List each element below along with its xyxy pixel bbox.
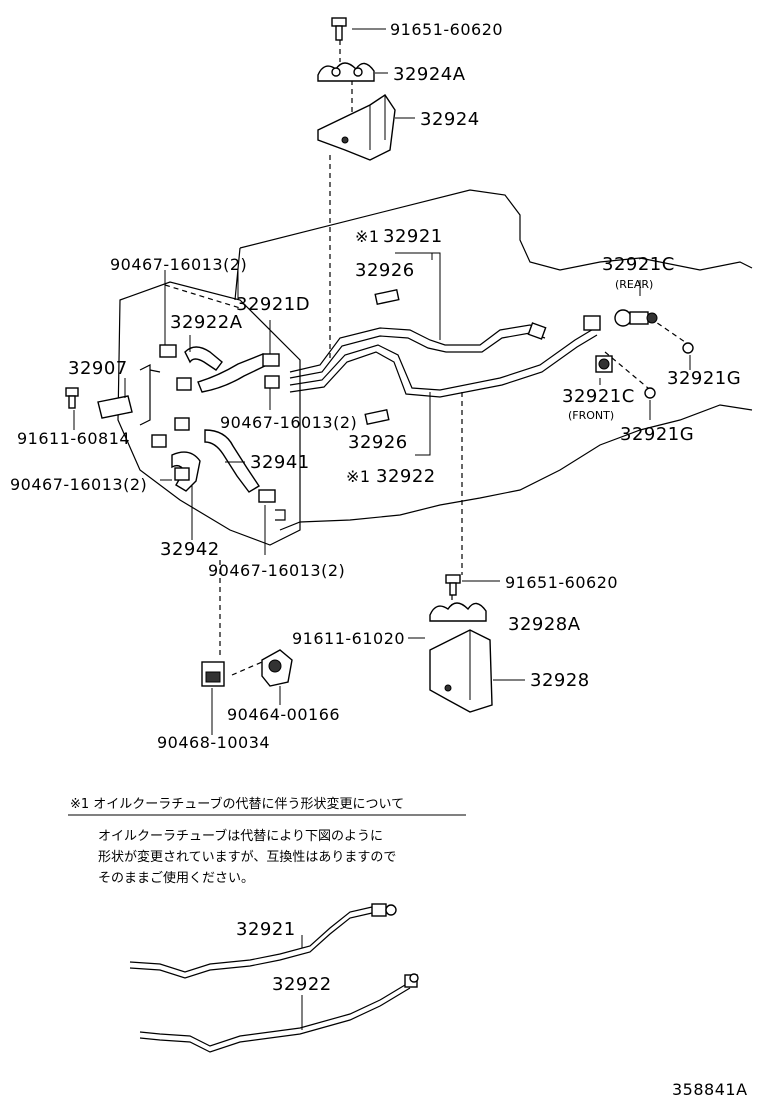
detail-tubes: 32921 32922 [129,903,419,1053]
label-32921g-rear: 32921G [667,368,741,389]
note-heading: ※1 オイルクーラチューブの代替に伴う形状変更について [70,796,404,812]
bolt-91611-left [65,387,79,409]
label-32942: 32942 [160,539,220,560]
union-bolt-front [595,355,613,373]
label-32922-star: ※1 [346,467,371,486]
clamp-90468 [201,661,225,687]
label-front-note: (FRONT) [568,409,614,422]
label-91651-lower: 91651-60620 [505,573,618,592]
label-32921c-rear: 32921C [602,254,675,275]
note-line-3: そのままご使用ください。 [98,870,254,886]
label-91611-lower: 91611-61020 [292,629,405,648]
cushion-90464 [261,649,293,687]
sleeve-32926-upper [374,288,400,306]
oil-cooler-tubes [289,324,598,398]
dashed-leaders [164,40,686,690]
label-91651-top: 91651-60620 [390,20,503,39]
label-32922a: 32922A [170,312,243,333]
bracket-32928 [429,629,493,713]
label-32928: 32928 [530,670,590,691]
sleeve-32926-lower [364,408,390,426]
label-91611-left: 91611-60814 [17,429,130,448]
label-clip-lower-left: 90467-16013(2) [10,475,147,494]
union-fitting-mid [527,315,601,340]
label-32921g-front: 32921G [620,424,694,445]
bracket-32924 [317,94,396,161]
label-leaders [73,28,691,735]
bolt-91651-top [331,17,347,41]
label-32924: 32924 [420,109,480,130]
gasket-front [644,387,656,399]
label-clip-upper-left: 90467-16013(2) [110,255,247,274]
label-32924a: 32924A [393,64,466,85]
label-32941: 32941 [250,452,310,473]
gasket-rear [682,342,694,354]
note-section: ※1 オイルクーラチューブの代替に伴う形状変更について オイルクーラチューブは代… [68,796,466,886]
label-clip-bottom: 90467-16013(2) [208,561,345,580]
label-32921-star: ※1 [355,227,380,246]
figure-id: 358841A [672,1080,748,1099]
clamp-32928a [429,602,487,622]
bracket-32907 [97,395,133,419]
label-32926-upper: 32926 [355,260,415,281]
bolt-91651-lower [445,574,461,596]
label-32922: 32922 [376,466,436,487]
label-32926-lower: 32926 [348,432,408,453]
label-90464: 90464-00166 [227,705,340,724]
note-line-2: 形状が変更されていますが、互換性はありますので [98,849,396,865]
label-90468: 90468-10034 [157,733,270,752]
label-32928a: 32928A [508,614,581,635]
label-rear-note: (REAR) [615,278,653,291]
hoses-and-clips [139,344,286,521]
label-32907: 32907 [68,358,128,379]
clamp-32924a [317,62,375,82]
detail-label-32922: 32922 [272,974,332,995]
note-line-1: オイルクーラチューブは代替により下図のように [98,828,383,844]
detail-label-32921: 32921 [236,919,296,940]
engine-outline [117,189,753,546]
label-32921c-front: 32921C [562,386,635,407]
union-bolt-rear [614,309,658,327]
label-32921d: 32921D [236,294,310,315]
part-labels: 91651-60620 32924A 32924 ※1 32921 90467-… [10,20,741,752]
label-clip-mid: 90467-16013(2) [220,413,357,432]
label-32921: 32921 [383,226,443,247]
